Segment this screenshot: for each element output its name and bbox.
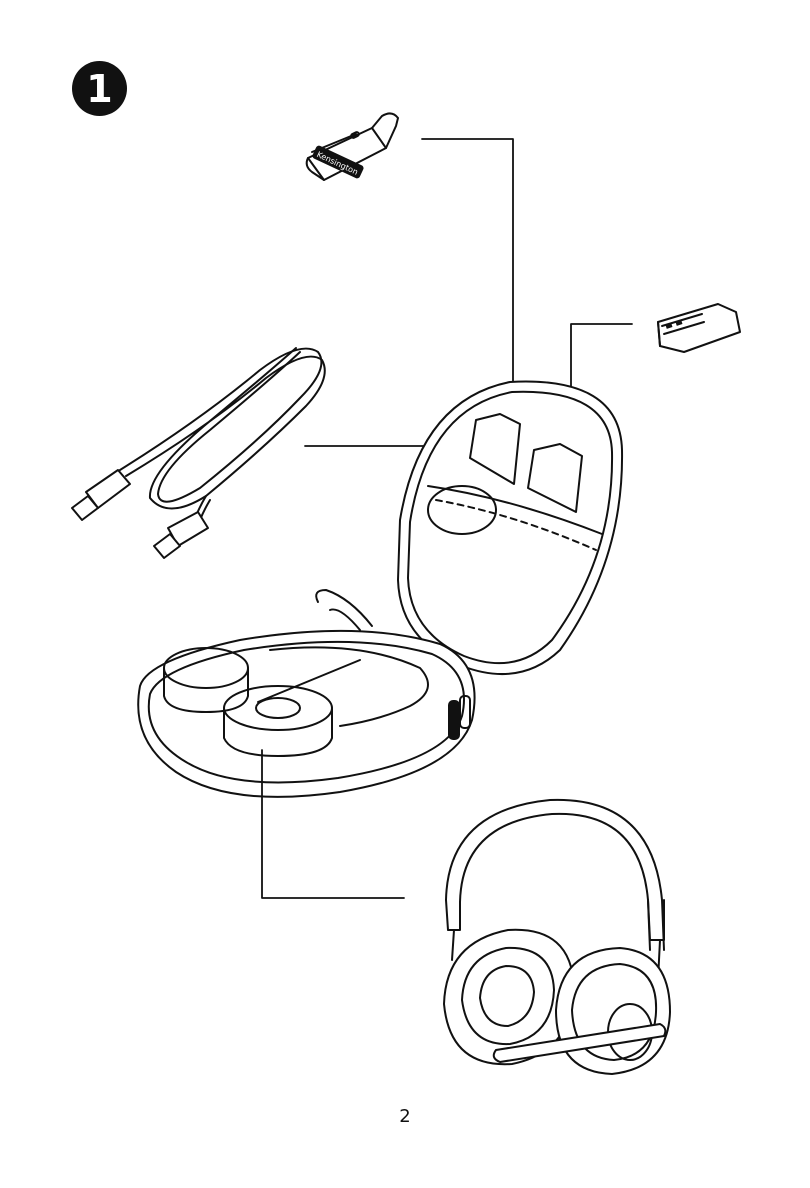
usb-a-dongle-icon	[658, 304, 740, 352]
usb-c-cable-icon	[72, 348, 325, 558]
headset-icon	[444, 800, 670, 1074]
carrying-case-lid-icon	[398, 382, 622, 675]
leader-line-usb-c-dongle	[422, 139, 513, 424]
page-number: 2	[0, 1106, 810, 1127]
